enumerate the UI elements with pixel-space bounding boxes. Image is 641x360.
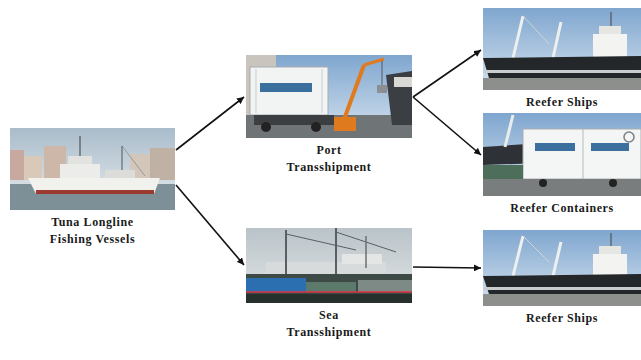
sea-transshipment-photo <box>246 228 412 303</box>
flow-arrow <box>413 97 481 155</box>
reefer-ship-photo <box>483 230 641 306</box>
photo-node: Sea Transshipment <box>246 228 412 343</box>
photo-node: Reefer Ships <box>483 8 641 113</box>
node-caption: Sea Transshipment <box>279 307 379 341</box>
flow-arrow <box>176 185 244 265</box>
photo-node: Reefer Ships <box>483 230 641 329</box>
flow-arrow <box>413 267 481 268</box>
reefer-containers-photo <box>483 113 641 196</box>
fishing-vessel-photo <box>10 128 175 210</box>
node-caption: Port Transshipment <box>279 142 379 176</box>
flow-arrow <box>176 97 244 150</box>
photo-node: Tuna Longline Fishing Vessels <box>10 128 175 250</box>
reefer-ship-photo <box>483 8 641 90</box>
node-caption: Reefer Ships <box>483 94 641 111</box>
photo-node: Port Transshipment <box>246 55 412 178</box>
flow-arrow <box>413 50 481 97</box>
node-caption: Reefer Ships <box>483 310 641 327</box>
node-caption: Tuna Longline Fishing Vessels <box>33 214 153 248</box>
photo-node: Reefer Containers <box>483 113 641 219</box>
port-transshipment-photo <box>246 55 412 138</box>
node-caption: Reefer Containers <box>483 200 641 217</box>
